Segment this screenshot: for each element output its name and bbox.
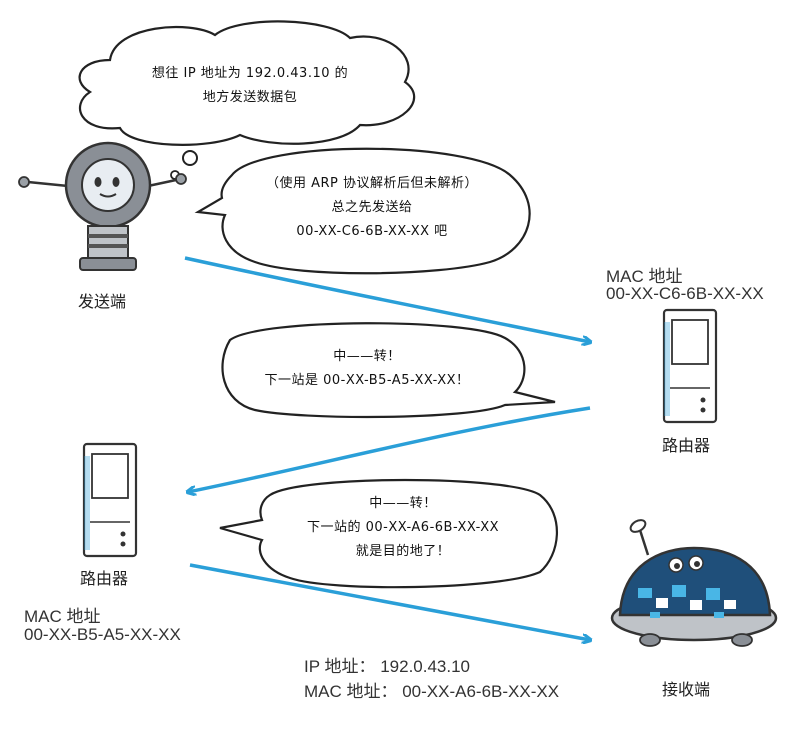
- receiver-mac: MAC 地址： 00-XX-A6-6B-XX-XX: [304, 682, 560, 701]
- arrow-icon: [188, 406, 591, 492]
- arrow-icon: [189, 563, 590, 640]
- thought-line-2: 地方发送数据包: [202, 90, 298, 105]
- relay-speech-bubble-2: [219, 478, 558, 589]
- relay1-line-1: 中——转！: [333, 349, 401, 364]
- arp-line-1: （使用 ARP 协议解析后但未解析）: [265, 176, 479, 191]
- relay2-line-3: 就是目的地了！: [355, 544, 451, 559]
- arp-speech-bubble: [194, 147, 531, 275]
- relay2-line-2: 下一站的 00-XX-A6-6B-XX-XX: [306, 520, 500, 535]
- arrow-icon: [184, 256, 590, 342]
- receiver-label: 接收端: [662, 680, 711, 699]
- arp-bubble-text: （使用 ARP 协议解析后但未解析） 总之先发送给 00-XX-C6-6B-XX…: [232, 172, 512, 244]
- router-right-label: 路由器: [662, 436, 711, 455]
- sender-robot-icon: [18, 141, 187, 271]
- thought-line-1: 想往 IP 地址为 192.0.43.10 的: [151, 66, 349, 81]
- relay-speech-bubble-1: [221, 322, 556, 419]
- thought-bubble: [78, 20, 416, 180]
- receiver-ip: IP 地址： 192.0.43.10: [304, 657, 471, 676]
- relay1-bubble-text: 中——转！ 下一站是 00-XX-B5-A5-XX-XX！: [232, 345, 502, 393]
- router-icon: [82, 442, 138, 558]
- router-icon: [662, 308, 718, 424]
- sender-label: 发送端: [78, 292, 127, 311]
- thought-bubble-text: 想往 IP 地址为 192.0.43.10 的 地方发送数据包: [110, 62, 390, 110]
- router-left-mac-value: 00-XX-B5-A5-XX-XX: [24, 625, 181, 644]
- arp-line-2: 总之先发送给: [331, 200, 413, 215]
- arp-line-3: 00-XX-C6-6B-XX-XX 吧: [296, 224, 448, 239]
- router-left-mac-label: MAC 地址: [24, 607, 101, 626]
- relay2-line-1: 中——转！: [369, 496, 437, 511]
- router-right-mac-value: 00-XX-C6-6B-XX-XX: [606, 284, 764, 303]
- receiver-robot-icon: [610, 519, 778, 647]
- relay2-bubble-text: 中——转！ 下一站的 00-XX-A6-6B-XX-XX 就是目的地了！: [268, 492, 538, 564]
- router-left-label: 路由器: [80, 569, 129, 588]
- relay1-line-2: 下一站是 00-XX-B5-A5-XX-XX！: [264, 373, 470, 388]
- router-right-mac-label: MAC 地址: [606, 267, 683, 286]
